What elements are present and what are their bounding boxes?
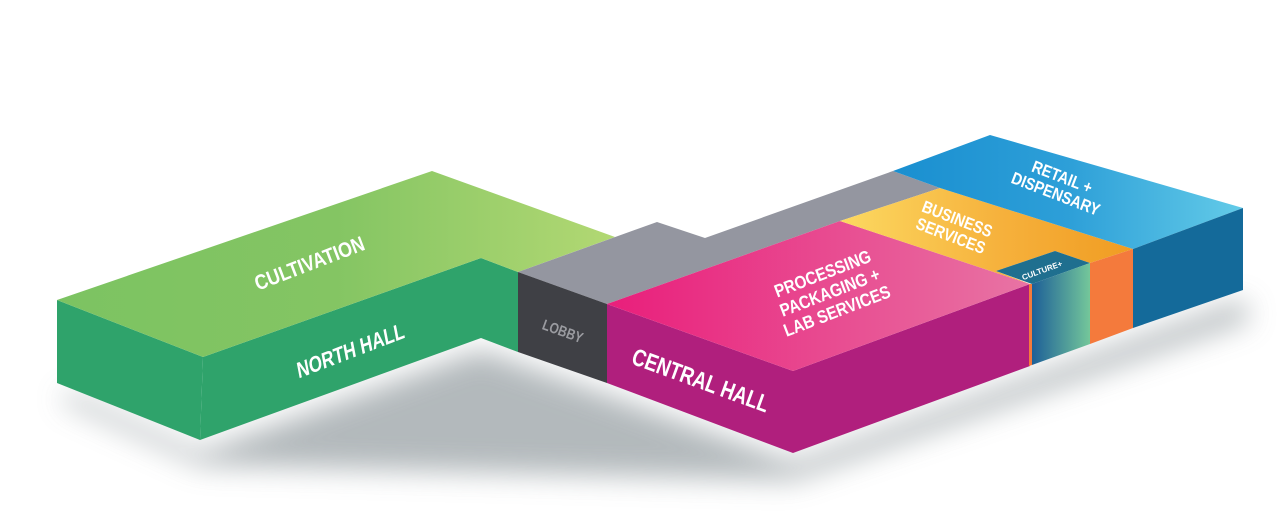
retail-side-face [1133,208,1243,328]
central-hall-front-face [607,304,793,453]
gray-top [518,171,940,304]
processing-top [607,221,1030,371]
north-hall-left-face [57,300,203,440]
central-hall-right-face [793,284,1030,453]
culture-edge [1029,284,1032,366]
culture-face [1032,263,1090,365]
lobby-face [518,272,607,383]
business-orange-face [1090,249,1133,344]
culture-top [996,251,1090,284]
business-top [840,188,1133,284]
north-hall-front-face [200,258,518,440]
drop-shadow [60,300,1250,480]
cultivation-top [57,171,615,357]
retail-top [893,135,1243,249]
